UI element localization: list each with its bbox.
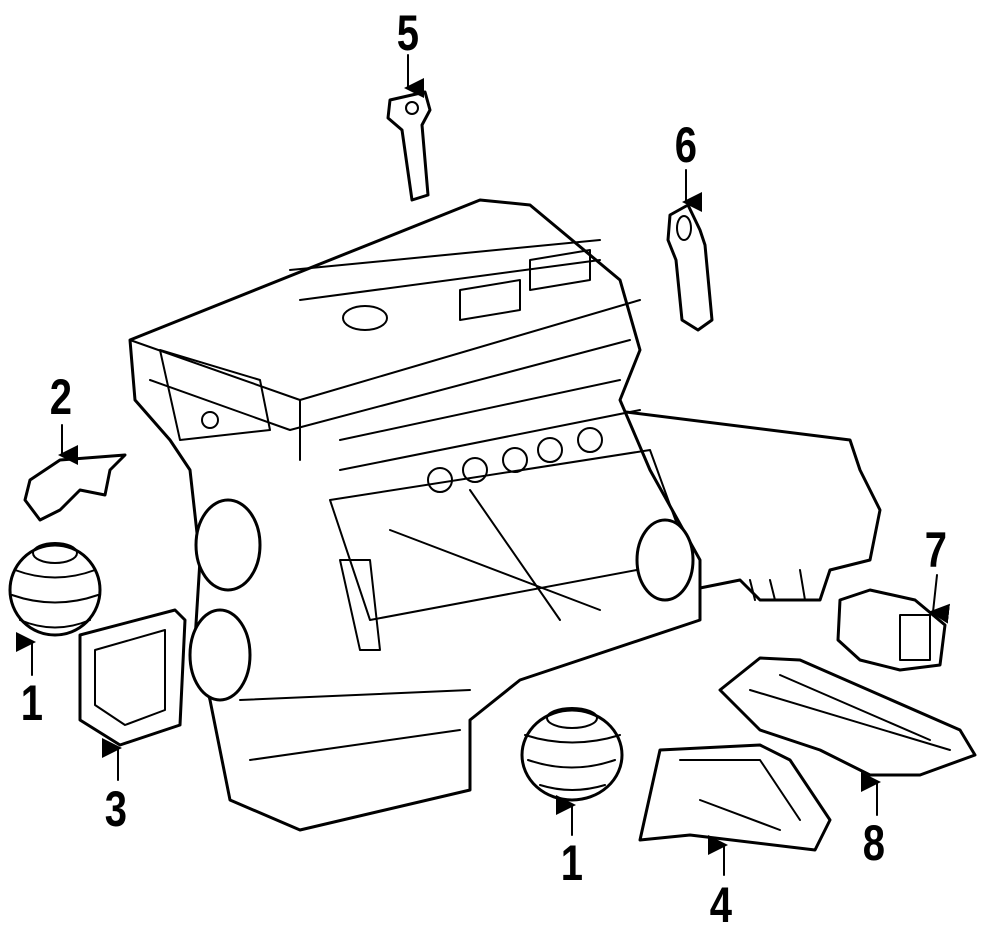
callout-6: 6 [674, 117, 698, 173]
part-8-crossmember [718, 656, 977, 816]
callout-3: 3 [104, 781, 128, 837]
part-6-bracket [666, 169, 714, 332]
part-1-mount-center [520, 707, 624, 836]
part-5-bracket [386, 54, 432, 202]
part-4-bracket [638, 743, 832, 876]
callout-5: 5 [396, 5, 420, 61]
callout-1-left: 1 [20, 675, 44, 731]
part-3-bracket [78, 608, 187, 781]
part-7-mount [836, 574, 950, 672]
part-1-mount-left [8, 542, 102, 676]
callout-7: 7 [924, 522, 948, 578]
callout-1-center: 1 [560, 835, 584, 891]
callout-8: 8 [862, 815, 886, 871]
callout-2: 2 [49, 369, 73, 425]
engine-block [128, 198, 702, 832]
part-2-bracket [23, 424, 127, 522]
callout-4: 4 [709, 877, 733, 930]
